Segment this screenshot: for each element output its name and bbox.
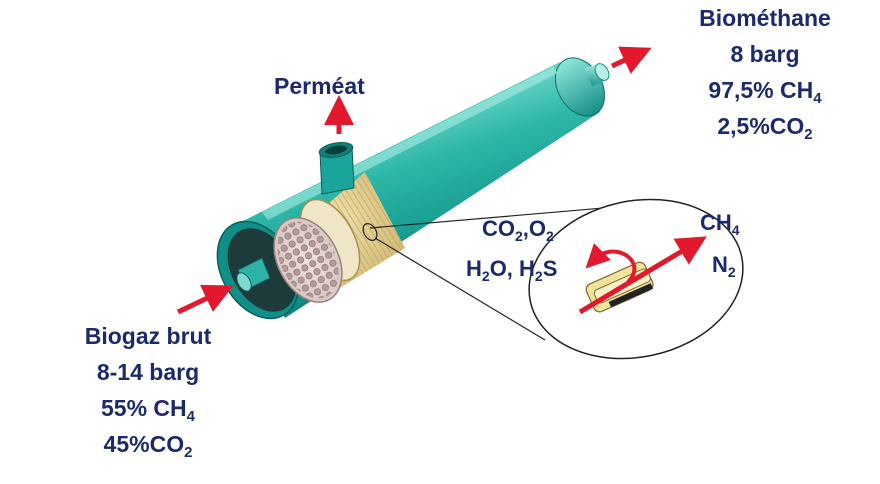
biogaz-ch4: 55% CH4 xyxy=(101,395,195,425)
bundle-face-holes xyxy=(277,221,339,299)
retained-n2: N2 xyxy=(712,252,736,280)
permeating-gases-line2: H2O, H2S xyxy=(466,256,558,284)
retained-ch4: CH4 xyxy=(700,210,740,238)
outlet-arrow xyxy=(610,46,652,74)
zoom-line-bottom xyxy=(374,237,546,341)
membrane-module xyxy=(216,57,610,320)
biogaz-label-block: Biogaz brut 8-14 barg 55% CH4 45%CO2 xyxy=(48,322,248,461)
permeate-port xyxy=(318,142,355,195)
inlet-pipe-end xyxy=(236,272,252,292)
biomethane-name: Biométhane xyxy=(699,5,831,31)
permeating-gases-line1: CO2,O2 xyxy=(482,216,554,244)
inlet-arrow xyxy=(176,284,234,315)
biomethane-pressure: 8 barg xyxy=(730,41,800,67)
outlet-nozzle xyxy=(584,63,610,86)
biomethane-ch4: 97,5% CH4 xyxy=(708,77,822,107)
biomethane-co2: 2,5%CO2 xyxy=(717,113,813,143)
permeat-label: Perméat xyxy=(274,73,365,99)
retentate-arrow xyxy=(578,236,707,315)
permeation-arrow xyxy=(585,243,637,284)
magnified-inset xyxy=(362,198,744,360)
biogaz-co2: 45%CO2 xyxy=(103,431,193,461)
zoom-origin xyxy=(362,223,378,241)
biogaz-pressure: 8-14 barg xyxy=(96,359,200,385)
biomethane-label-block: Biométhane 8 barg 97,5% CH4 2,5%CO2 xyxy=(660,4,870,143)
biogaz-name: Biogaz brut xyxy=(84,323,212,349)
